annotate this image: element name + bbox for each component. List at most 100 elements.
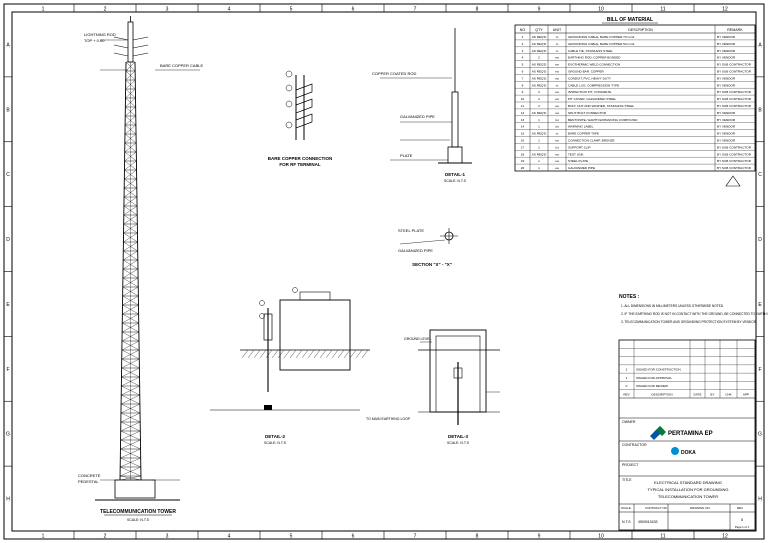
notes: NOTES : 1. ALL DIMENSIONS IN MILLIMETERS… [619,294,768,324]
column-marker-top: 6 [352,7,355,13]
bom-cell: BY VENDOR [717,35,736,39]
bom-cell: INSPECTION PIT, CONCRETE [568,90,611,94]
bom-cell: BY SUB CONTRACTOR [717,166,752,170]
bom-cell: 8 [522,83,524,87]
bom-cell: CABLE TIE, STAINLESS STEEL [568,49,613,53]
column-marker-bottom: 7 [414,534,417,540]
bom-cell: BOLT, NUT AND WASHER, STAINLESS STEEL [568,104,635,108]
row-marker-left: B [6,107,10,113]
bom-cell: ea [555,111,559,115]
bom-header-cell: DESCRIPTION [628,28,653,32]
bom-cell: BENTONITE / EARTH ENHANCING COMPOUND [568,118,638,122]
bom-cell: m [556,42,559,46]
bom-cell: 18 [521,152,525,156]
row-marker-left: H [6,497,10,503]
bom-cell: BY VENDOR [717,83,736,87]
bom-cell: AS REQ'D [532,111,547,115]
column-marker-bottom: 3 [166,534,169,540]
column-marker-bottom: 9 [538,534,541,540]
tower-label-base-1: CONCRETE [78,473,101,478]
bom-cell: CONNECTION CLAMP, BRONZE [568,138,615,142]
bom-cell: BY SUB CONTRACTOR [717,145,752,149]
column-marker-top: 10 [598,7,604,13]
bom-cell: 14 [521,125,525,129]
bom-title: BILL OF MATERIAL [607,17,653,23]
rod-label-3: PLATE [400,153,413,158]
bom-cell: m [556,83,559,87]
bom-cell: AS REQ'D [532,42,547,46]
bom-cell: BY SUB CONTRACTOR [717,159,752,163]
bom-cell: 3 [522,49,524,53]
bom-cell: 20 [521,166,525,170]
bom-cell: ea [555,159,559,163]
bom-cell: ea [555,63,559,67]
scale-value: N.T.S [622,520,631,524]
column-marker-top: 4 [228,7,231,13]
bom-cell: 11 [521,104,524,108]
column-marker-bottom: 8 [476,534,479,540]
bom-cell: 12 [521,111,525,115]
bom-cell: ea [555,104,559,108]
section-label-2: GALVANIZED PIPE [398,248,433,253]
bom-cell: BY SUB CONTRACTOR [717,90,752,94]
row-marker-right: A [758,42,762,48]
row-marker-right: H [758,497,762,503]
notes-title: NOTES : [619,294,640,300]
revision-cell: 0 [626,384,628,388]
doka-logo-icon [671,447,679,455]
detail-3-title: DETAIL-3 [448,434,468,439]
bom-cell: EARTHING ROD, COPPER BONDED [568,56,621,60]
row-marker-left: F [6,367,9,373]
bom-cell: AS REQ'D [532,49,547,53]
column-marker-top: 7 [414,7,417,13]
tower-title: TELECOMMUNICATION TOWER [100,509,176,515]
scale-label: SCALE [621,506,631,510]
rev-value: 0 [741,517,744,522]
column-marker-bottom: 4 [228,534,231,540]
bom-cell: AS REQ'D [532,152,547,156]
detail-3-label-2: TO MAIN EARTHING LOOP [366,417,411,421]
bom-cell: BY VENDOR [717,138,736,142]
bom-cell: GALVANIZED PIPE [568,166,595,170]
title-line-1: ELECTRICAL STANDARD DRAWING [654,480,722,485]
column-marker-bottom: 1 [42,534,45,540]
bom-cell: 1 [538,138,540,142]
bom-cell: 1 [538,145,540,149]
bom-cell: BY SUB CONTRACTOR [717,104,752,108]
bom-cell: BY SUB CONTRACTOR [717,152,752,156]
revision-header-cell: APP [743,393,749,397]
owner-label: OWNER [622,420,636,424]
row-marker-right: F [758,367,761,373]
column-marker-bottom: 6 [352,534,355,540]
bom-cell: m [556,49,559,53]
bom-cell: 2 [538,97,540,101]
bom-cell: 1 [538,118,540,122]
column-marker-top: 3 [166,7,169,13]
bom-cell: CONDUIT, PVC, HEAVY DUTY [568,76,611,80]
bom-cell: BY VENDOR [717,125,736,129]
bom-cell: 1 [522,35,524,39]
bom-cell: AS REQ'D [532,132,547,136]
bom-header-cell: QTY [535,28,543,32]
bom-cell: GROUND BAR, COPPER [568,69,605,73]
tower-scale: SCALE: N.T.S [127,518,150,522]
bom-cell: BY VENDOR [717,132,736,136]
bom-cell: 6 [522,69,524,73]
column-marker-top: 11 [660,7,665,13]
drawing-no-label: DRAWING NO. [690,506,711,510]
rod-title: DETAIL-1 [445,172,465,177]
detail-3-label-1: GROUND LEVEL [404,337,431,341]
tower-label-cable: BARE COPPER CABLE [160,63,203,68]
row-marker-left: E [6,302,10,308]
bom-cell: AS REQ'D [532,69,547,73]
revision-header-cell: DESCRIPTION [651,393,672,397]
rod-label-1: COPPER COATED ROD [372,71,416,76]
bom-cell: 19 [521,159,525,163]
sheet-value: Page 1 of 1 [735,525,750,529]
bom-cell: GROUNDING CABLE, BARE COPPER 50 mm2 [568,42,635,46]
column-marker-bottom: 10 [598,534,604,540]
bom-cell: GROUNDING CABLE, BARE COPPER 70 mm2 [568,35,635,39]
detail-bare-copper-connection: BARE COPPER CONNECTION FOR RF TERMINAL [268,70,332,167]
